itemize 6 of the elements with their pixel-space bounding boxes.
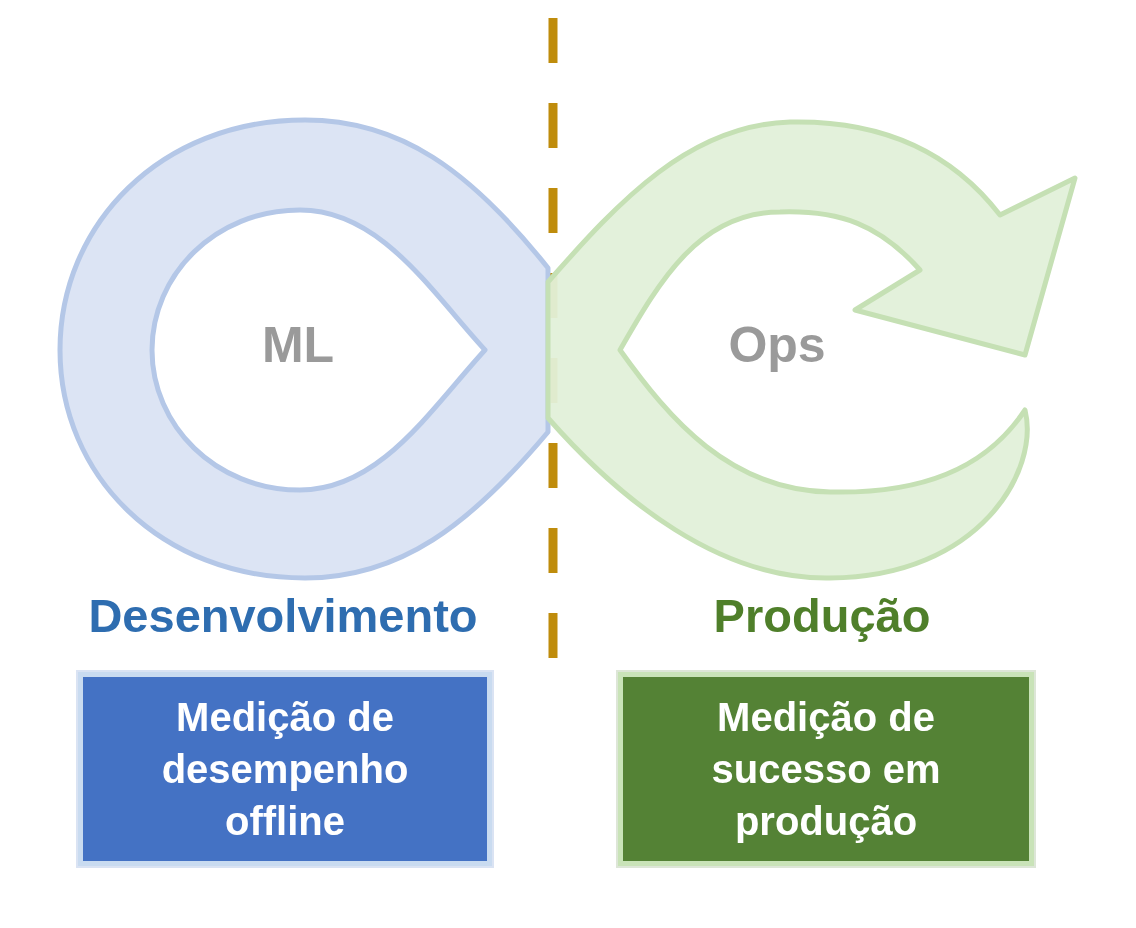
loop-label: ML bbox=[261, 316, 335, 374]
section-heading: Produção bbox=[713, 588, 931, 643]
loop-label: Ops bbox=[728, 316, 826, 374]
text-box: Medição de desempenho offline bbox=[78, 672, 492, 866]
text-box: Medição de sucesso em produção bbox=[618, 672, 1034, 866]
section-heading: Desenvolvimento bbox=[88, 588, 478, 643]
